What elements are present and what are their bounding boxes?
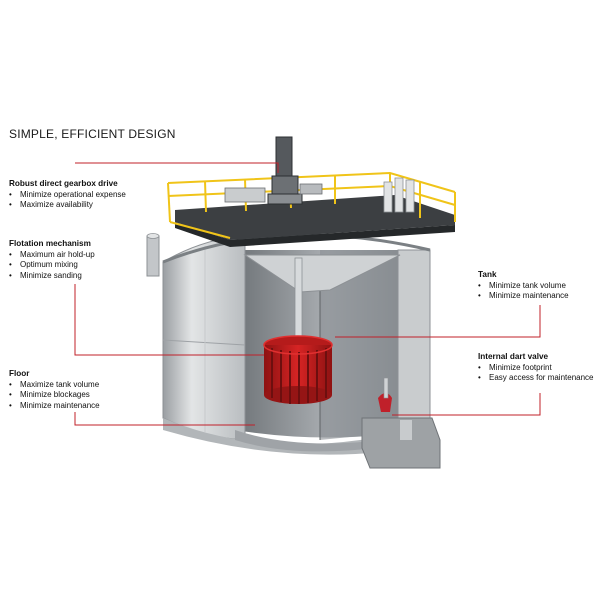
froth-cone [243,254,401,293]
callout-heading: Flotation mechanism [9,239,91,248]
leader-line-gearbox [75,162,279,173]
leader-line-tank [335,305,541,338]
callout-item: Maximize availability [9,200,126,211]
callout-heading: Robust direct gearbox drive [9,179,118,188]
callout-heading: Internal dart valve [478,352,549,361]
callout-item: Minimize maintenance [9,401,100,412]
gearbox-drive [224,136,323,205]
air-pipes [383,177,415,213]
dart-valve-box [361,377,441,469]
callout-heading: Tank [478,270,497,279]
callout-item: Minimize footprint [478,363,594,374]
callout-gearbox-drive: Robust direct gearbox drive Minimize ope… [9,179,126,211]
callout-item: Easy access for maintenance [478,373,594,384]
callout-item: Minimize operational expense [9,190,126,201]
callout-item: Optimum mixing [9,260,95,271]
callout-heading: Floor [9,369,30,378]
callout-floor: Floor Maximize tank volume Minimize bloc… [9,369,100,411]
callout-item: Maximize tank volume [9,380,100,391]
callout-internal-dart-valve: Internal dart valve Minimize footprint E… [478,352,594,384]
leader-line-floor [74,412,255,426]
callout-tank: Tank Minimize tank volume Minimize maint… [478,270,569,302]
callout-item: Minimize maintenance [478,291,569,302]
leader-line-flotation [74,284,264,356]
callout-item: Maximum air hold-up [9,250,95,261]
drive-shaft [294,257,303,349]
diagram-title: SIMPLE, EFFICIENT DESIGN [9,127,176,141]
callout-item: Minimize blockages [9,390,100,401]
impeller [263,335,333,404]
leader-line-dart-valve [392,393,541,416]
callout-flotation-mechanism: Flotation mechanism Maximum air hold-up … [9,239,95,281]
launder-pipe [146,233,160,277]
callout-item: Minimize sanding [9,271,95,282]
callout-item: Minimize tank volume [478,281,569,292]
tank-floor [235,430,398,452]
